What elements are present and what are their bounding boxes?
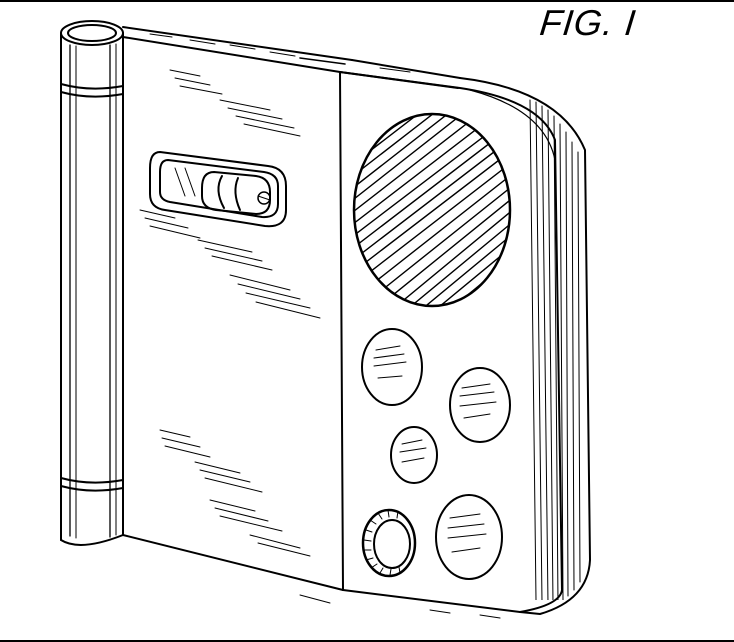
top-edge [122, 26, 461, 89]
knurled-dial-icon [361, 508, 417, 578]
round-button-icon [435, 494, 503, 580]
display-window-icon [149, 151, 287, 228]
round-button-icon [390, 426, 438, 484]
round-button-icon [449, 367, 511, 443]
round-button-icon [361, 328, 423, 406]
bottom-edge-marks [299, 594, 501, 619]
side-grille [529, 99, 581, 600]
main-body-panel [339, 71, 591, 615]
hinge-cylinder [60, 20, 124, 546]
speaker-grille-icon [352, 112, 512, 308]
front-cover-panel [122, 36, 344, 591]
